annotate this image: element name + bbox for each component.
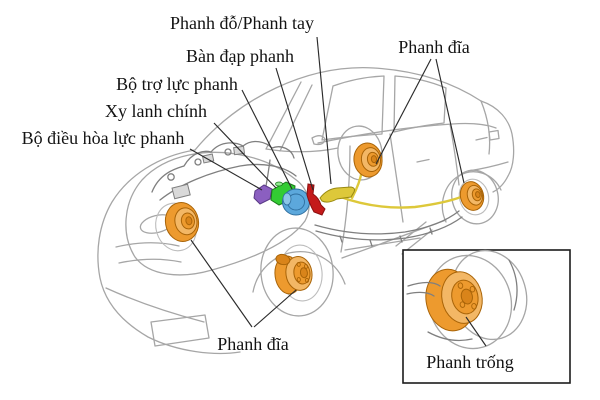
label-parking-brake: Phanh đỗ/Phanh tay — [170, 13, 314, 33]
underbody-brake-pipes — [314, 210, 463, 247]
leader-disc-rear-right — [435, 58, 465, 184]
leader-lines — [189, 36, 465, 328]
leader-brake-force-regulator — [189, 148, 263, 191]
leader-disc-rear-left — [375, 58, 432, 165]
drum-brake-lines — [406, 259, 518, 342]
label-disc-brake-rear: Phanh đĩa — [398, 37, 470, 57]
rear-far-wheel-opening — [337, 125, 383, 181]
label-brake-force-regulator: Bộ điều hòa lực phanh — [22, 128, 185, 148]
label-drum-brake: Phanh trống — [426, 352, 514, 372]
label-disc-brake-front: Phanh đĩa — [217, 334, 289, 354]
rear-far-disc-brake — [353, 142, 383, 178]
brake-force-regulator-valve — [253, 184, 273, 205]
label-brake-booster: Bộ trợ lực phanh — [116, 74, 238, 94]
label-brake-pedal: Bàn đạp phanh — [186, 46, 294, 66]
brake-pedal — [306, 183, 326, 216]
label-master-cylinder: Xy lanh chính — [105, 101, 207, 121]
leader-disc-front-left — [190, 239, 253, 328]
front-far-disc-brake — [164, 202, 200, 242]
drum-brake-inset — [402, 249, 571, 384]
rear-near-disc-brake — [459, 181, 485, 211]
leader-master-cylinder — [213, 122, 277, 189]
leader-parking-brake — [316, 36, 332, 185]
car-body-outline — [97, 67, 515, 355]
leader-disc-front-right — [253, 289, 297, 328]
engine-bay-brake-lines — [151, 140, 297, 201]
front-near-disc-brake — [274, 253, 313, 295]
rear-near-wheel — [451, 169, 499, 225]
parking-brake-lever — [319, 186, 356, 203]
leader-drum-brake — [465, 316, 487, 347]
leader-brake-pedal — [275, 67, 314, 191]
leader-brake-booster — [241, 89, 293, 190]
brake-booster — [282, 188, 310, 216]
